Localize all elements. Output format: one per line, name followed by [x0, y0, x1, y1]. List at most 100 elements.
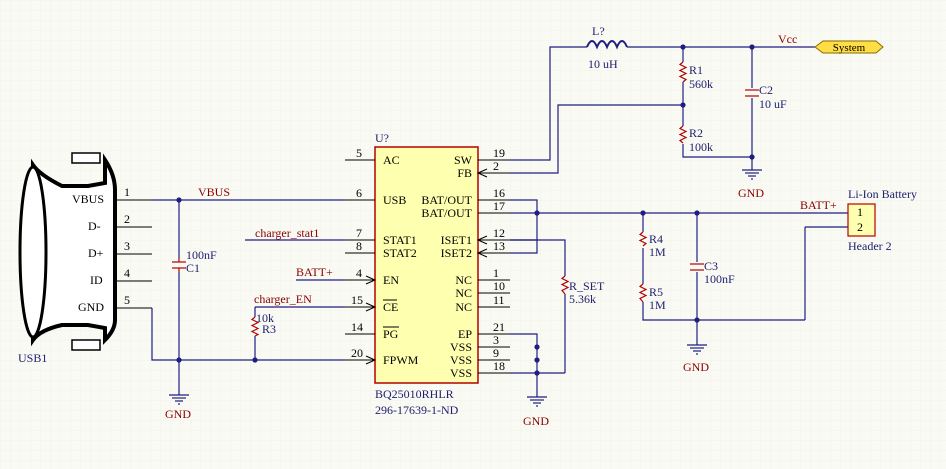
resistor-r4[interactable]: R4 1M — [638, 231, 666, 259]
gnd-symbol-c2[interactable]: GND — [738, 169, 764, 200]
ic-body — [374, 146, 479, 384]
r5-designator: R5 — [649, 285, 663, 299]
capacitor-c1[interactable]: 100nF C1 — [172, 248, 217, 275]
ic-pin-name-stat2: STAT2 — [383, 246, 417, 260]
usb-pins: 1 2 3 4 5 — [115, 185, 152, 309]
ic-pin-name-vss-18: VSS — [450, 366, 472, 380]
inductor-designator: L? — [592, 24, 605, 38]
header-pin-1: 1 — [857, 205, 863, 219]
r3-designator: R3 — [262, 322, 276, 336]
ic-pin-name-vss-9: VSS — [450, 353, 472, 367]
capacitor-c2[interactable]: C2 10 uF — [745, 83, 787, 111]
net-label-vcc: Vcc — [778, 32, 797, 46]
usb-pin-name-dminus: D- — [88, 219, 101, 233]
r4-value: 1M — [649, 245, 666, 259]
usb-pin-num-5: 5 — [124, 293, 130, 307]
gnd-label-ic: GND — [523, 414, 549, 428]
usb-pin-num-4: 4 — [124, 266, 130, 280]
system-port-label: System — [833, 42, 866, 54]
usb-shell-ellipse — [18, 165, 48, 339]
header-title: Li-Ion Battery — [848, 187, 917, 201]
c2-value: 10 uF — [759, 97, 787, 111]
ic-part-number: BQ25010RHLR — [375, 387, 454, 401]
ic-pin-num-8: 8 — [356, 239, 362, 253]
resistor-r-set[interactable]: R_SET 5.36k — [560, 275, 605, 306]
gnd-symbol-ic[interactable]: GND — [523, 396, 549, 428]
ic-order-code: 296-17639-1-ND — [375, 403, 459, 417]
c3-designator: C3 — [704, 259, 718, 273]
resistor-r2[interactable]: R2 100k — [678, 125, 713, 154]
ic-pin-num-1: 1 — [493, 266, 499, 280]
r3-value: 10k — [256, 311, 274, 325]
r-set-designator: R_SET — [569, 279, 605, 293]
ic-left-pins: 5 6 7 8 4 15 14 20 AC USB STAT1 STAT2 EN… — [345, 146, 419, 367]
usb-designator: USB1 — [18, 351, 47, 365]
ic-pin-name-nc-11: NC — [455, 300, 472, 314]
ic-pin-num-17: 17 — [493, 199, 505, 213]
resistor-r5[interactable]: R5 1M — [638, 283, 666, 312]
ic-pin-name-batout-17: BAT/OUT — [421, 206, 472, 220]
usb-pin-num-3: 3 — [124, 239, 130, 253]
ic-pin-num-13: 13 — [493, 239, 505, 253]
gnd-symbol-c3[interactable]: GND — [683, 344, 709, 374]
resistor-r1[interactable]: R1 560k — [678, 61, 713, 91]
net-label-batt-en: BATT+ — [296, 265, 333, 279]
c3-value: 100nF — [704, 272, 735, 286]
usb-pin-name-id: ID — [90, 273, 103, 287]
ic-pin-name-nc-1: NC — [455, 273, 472, 287]
ic-pin-name-batout-16: BAT/OUT — [421, 193, 472, 207]
r1-value: 560k — [689, 77, 713, 91]
header-pin-2: 2 — [857, 220, 863, 234]
ic-pin-num-10: 10 — [493, 279, 505, 293]
ic-pin-num-21: 21 — [493, 320, 505, 334]
charger-ic[interactable]: U? BQ25010RHLR 296-17639-1-ND — [374, 131, 479, 417]
junctions — [176, 44, 755, 376]
ic-pin-name-fpwm: FPWM — [383, 353, 419, 367]
gnd-label-usb: GND — [165, 407, 191, 421]
ic-pin-name-pg: PG — [383, 327, 399, 341]
gnd-label-c3: GND — [683, 360, 709, 374]
ic-pin-num-16: 16 — [493, 186, 505, 200]
ic-pin-name-ep: EP — [458, 327, 472, 341]
battery-header[interactable]: 1 2 Li-Ion Battery Header 2 — [847, 187, 917, 253]
usb-connector[interactable]: VBUS D- D+ ID GND USB1 — [18, 152, 117, 365]
ic-pin-num-12: 12 — [493, 226, 505, 240]
ic-pin-num-20: 20 — [351, 346, 363, 360]
usb-pin-name-dplus: D+ — [88, 246, 104, 260]
net-label-vbus: VBUS — [198, 185, 230, 199]
usb-pin-num-2: 2 — [124, 212, 130, 226]
ic-pin-name-en: EN — [383, 273, 399, 287]
resistor-r3[interactable]: 10k R3 — [250, 311, 276, 337]
net-label-batt-header: BATT+ — [800, 198, 837, 212]
ic-pin-num-9: 9 — [493, 346, 499, 360]
ic-pin-name-ce: CE — [383, 300, 398, 314]
capacitor-c3[interactable]: C3 100nF — [690, 259, 735, 286]
ic-pin-name-iset1: ISET1 — [441, 233, 472, 247]
usb-pin-name-vbus: VBUS — [72, 192, 104, 206]
ic-pin-name-stat1: STAT1 — [383, 233, 417, 247]
usb-pin-num-1: 1 — [124, 185, 130, 199]
ic-pin-num-14: 14 — [351, 320, 363, 334]
ic-pin-num-7: 7 — [356, 226, 362, 240]
ic-pin-name-sw: SW — [454, 153, 473, 167]
ic-pin-name-iset2: ISET2 — [441, 246, 472, 260]
ic-pin-num-15: 15 — [351, 293, 363, 307]
ic-pin-num-4: 4 — [356, 266, 362, 280]
system-port[interactable]: System — [814, 40, 884, 54]
net-label-charger-stat1: charger_stat1 — [255, 226, 319, 240]
ic-pin-num-19: 19 — [493, 146, 505, 160]
ic-pin-name-fb: FB — [457, 166, 472, 180]
gnd-symbol-usb[interactable]: GND — [165, 394, 191, 421]
ic-pin-name-nc-10: NC — [455, 286, 472, 300]
inductor-l[interactable]: L? 10 uH — [586, 24, 628, 71]
ic-pin-num-11: 11 — [493, 293, 505, 307]
wires — [151, 46, 848, 397]
ic-pin-num-3: 3 — [493, 333, 499, 347]
ic-pin-name-vss-3: VSS — [450, 340, 472, 354]
ic-designator: U? — [375, 131, 389, 145]
inductor-value: 10 uH — [588, 57, 618, 71]
r5-value: 1M — [649, 298, 666, 312]
header-name: Header 2 — [848, 239, 892, 253]
ic-right-pins: 19 2 16 17 12 13 1 10 11 21 3 9 18 SW FB… — [421, 146, 510, 380]
